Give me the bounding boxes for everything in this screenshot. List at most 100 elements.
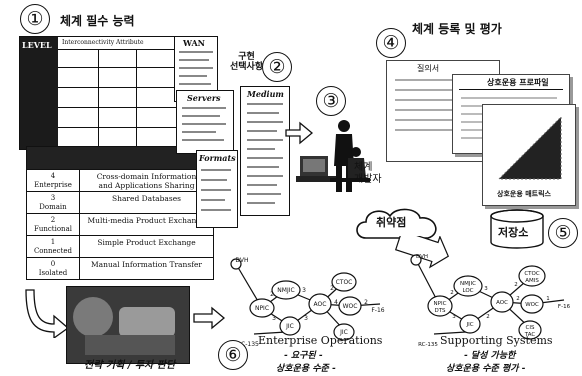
level-grid-header (20, 37, 58, 149)
matrix-triangle (497, 115, 562, 180)
supporting-title: Supporting Systems (440, 334, 553, 347)
vulnerability-cloud (356, 208, 437, 239)
step-1-marker: ① (20, 4, 50, 34)
step-5-marker: ⑤ (548, 218, 578, 248)
svg-text:1: 1 (546, 296, 550, 302)
svg-text:2: 2 (330, 285, 334, 292)
node-woc (520, 294, 544, 314)
servers-label: Servers (187, 93, 221, 103)
svg-text:CTOC: CTOC (524, 271, 540, 277)
svg-text:TAC: TAC (524, 332, 536, 338)
level-row-2: 2 Functional Multi-media Product Exchang… (27, 213, 213, 235)
node-aoc (490, 291, 514, 313)
level-description: Multi-media Product Exchange (87, 216, 206, 225)
supporting-sub2: 상호운용 수준 평가 - (446, 364, 526, 374)
servers-panel: Servers (176, 90, 234, 154)
medium-panel: Medium (240, 86, 290, 216)
svg-text:RC-135: RC-135 (237, 341, 259, 348)
svg-text:3: 3 (452, 314, 456, 320)
svg-text:DVH: DVH (235, 257, 248, 264)
developer-label: 체계 개발자 (354, 162, 382, 185)
node-ctoc (331, 272, 357, 292)
node-ctoc-amis (518, 265, 546, 287)
formats-label: Formats (199, 153, 236, 163)
vulnerability-label: 취약점 (376, 216, 407, 229)
enterprise-network: NMJIC NPIC JIC AOC CTOC WOC JIC DVH F-16… (230, 257, 385, 348)
developer-illustration (296, 120, 370, 192)
step-3-marker: ③ (316, 86, 346, 116)
node-npic (249, 298, 275, 318)
svg-text:NPIC: NPIC (434, 301, 447, 307)
impl-options-label: 구현 선택사항 (230, 52, 264, 72)
node-nmjic (271, 280, 301, 300)
matrix-doc: 상호운용 매트릭스 (482, 104, 576, 206)
svg-text:JIC: JIC (339, 329, 348, 336)
repository-cylinder (490, 209, 544, 249)
svg-text:2: 2 (270, 291, 274, 298)
level-table-header (27, 147, 213, 169)
svg-text:NMJIC: NMJIC (460, 281, 476, 287)
level-description: Cross-domain Information and Application… (96, 172, 197, 190)
svg-text:3: 3 (272, 315, 276, 322)
svg-text:F-16: F-16 (371, 307, 384, 314)
level-grid: LEVEL Interconnectivity Attribute (19, 36, 177, 150)
supporting-sub1: - 달성 가능한 (464, 351, 516, 361)
svg-text:F-16: F-16 (558, 304, 571, 310)
level-name: 1 Connected (27, 236, 80, 257)
svg-text:3: 3 (484, 286, 488, 292)
medium-label: Medium (247, 89, 284, 99)
svg-text:CTOC: CTOC (336, 279, 353, 286)
svg-text:NMJIC: NMJIC (277, 287, 294, 294)
questionnaire-label: 질의서 (417, 64, 440, 73)
curved-arrow-down (25, 289, 70, 338)
level-row-1: 1 Connected Simple Product Exchange (27, 235, 213, 257)
enterprise-title: Enterprise Operations (258, 334, 383, 347)
svg-text:RC-135: RC-135 (418, 342, 438, 348)
svg-text:4: 4 (334, 299, 338, 306)
repository-label: 저장소 (498, 226, 529, 239)
level-name: 2 Functional (27, 214, 80, 235)
node-jic (279, 316, 301, 336)
svg-text:2: 2 (514, 282, 518, 288)
enterprise-sub2: 상호운용 수준 - (276, 364, 336, 374)
svg-text:DTS: DTS (434, 308, 446, 314)
level-description: Simple Product Exchange (97, 238, 196, 247)
node-npic-dts (427, 295, 453, 317)
level-row-0: 0 Isolated Manual Information Transfer (27, 257, 213, 279)
strategy-photo (66, 286, 190, 364)
formats-panel: Formats (196, 150, 238, 228)
step-2-marker: ② (262, 52, 292, 82)
svg-text:3: 3 (302, 287, 306, 294)
profile-label: 상호운용 프로파일 (487, 78, 549, 87)
essential-capability-title: 체계 필수 능력 (60, 14, 135, 28)
node-woc (338, 296, 362, 316)
svg-text:AOC: AOC (314, 301, 327, 308)
step-4-marker: ④ (376, 28, 406, 58)
svg-text:2: 2 (450, 290, 454, 296)
svg-text:3: 3 (304, 315, 308, 322)
level-grid-label: LEVEL (22, 40, 52, 50)
svg-text:CIS: CIS (526, 325, 535, 331)
node-cis-tac (518, 320, 542, 340)
node-nmjic-loc (453, 275, 483, 297)
node-jic-2 (333, 323, 355, 341)
strategy-caption: 전략 기획 / 투자 판단 (84, 360, 176, 371)
enterprise-sub1: - 요구된 - (284, 351, 323, 361)
block-arrow-right (193, 306, 226, 330)
level-row-4: 4 Enterprise Cross-domain Information an… (27, 169, 213, 191)
step-6-marker: ⑥ (218, 340, 248, 370)
svg-text:NPIC: NPIC (255, 305, 269, 312)
svg-text:JIC: JIC (465, 322, 473, 328)
level-name: 0 Isolated (27, 258, 80, 279)
level-description: Shared Databases (111, 194, 182, 203)
svg-text:WOC: WOC (525, 302, 539, 308)
arrow-to-developer (285, 121, 314, 145)
registration-eval-title: 체계 등록 및 평가 (412, 22, 502, 36)
level-grid-strip: Interconnectivity Attribute (62, 39, 144, 46)
node-aoc (308, 293, 332, 315)
arrow-to-networks (394, 236, 450, 269)
wan-label: WAN (183, 38, 205, 48)
svg-text:DVH: DVH (416, 254, 428, 260)
svg-text:AMIS: AMIS (525, 278, 539, 284)
